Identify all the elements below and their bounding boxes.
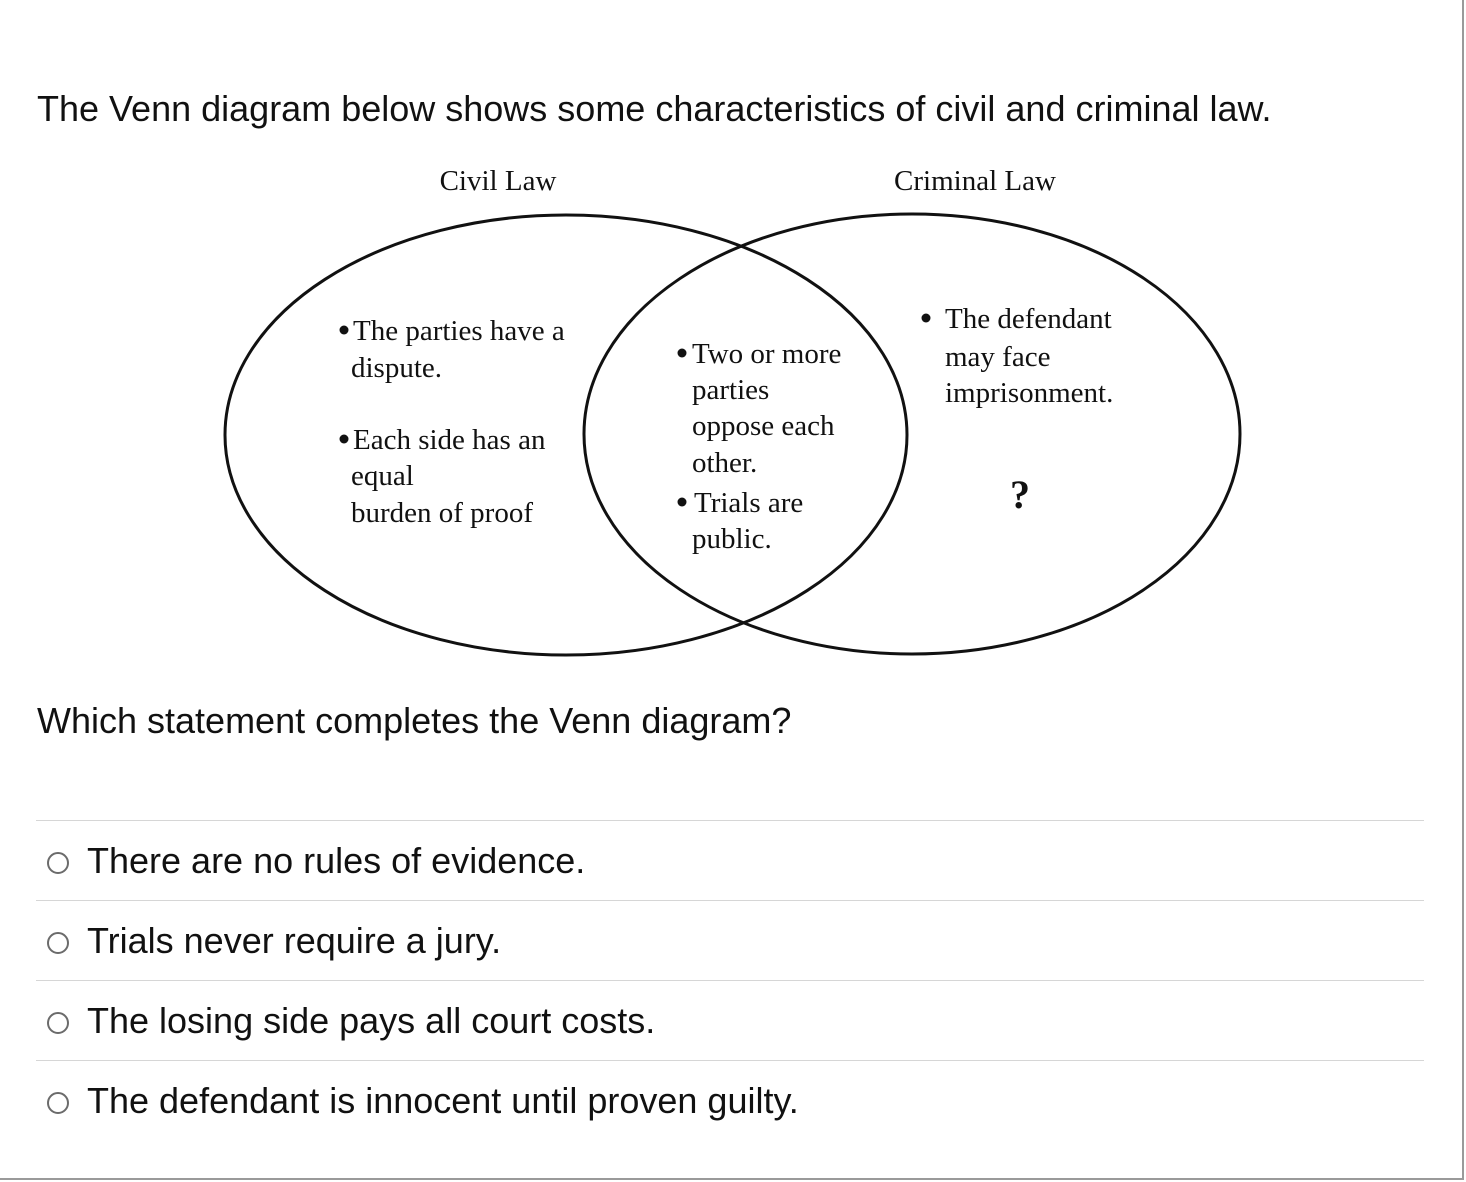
answer-choice-label[interactable]: Trials never require a jury.	[87, 919, 502, 961]
radio-button-icon[interactable]	[47, 1091, 69, 1114]
venn-right-item-line: imprisonment.	[945, 377, 1113, 409]
venn-overlap-item: Two or more parties oppose each other.	[677, 338, 841, 479]
question-intro: The Venn diagram below shows some charac…	[37, 88, 1272, 129]
venn-left-item: The parties have a dispute.	[339, 315, 565, 384]
bullet-icon	[677, 497, 687, 507]
radio-button-icon[interactable]	[47, 931, 69, 954]
venn-right-title: Criminal Law	[894, 165, 1056, 197]
answer-choice[interactable]: Trials never require a jury.	[36, 901, 1424, 981]
answer-choice-label[interactable]: The losing side pays all court costs.	[87, 999, 656, 1041]
answer-choice-label[interactable]: The defendant is innocent until proven g…	[87, 1079, 799, 1121]
venn-overlap-item-line: public.	[692, 523, 772, 555]
venn-right-item-line: The defendant	[945, 303, 1112, 335]
question-prompt: Which statement completes the Venn diagr…	[37, 700, 792, 741]
radio-button-icon[interactable]	[47, 851, 69, 874]
bullet-icon	[677, 348, 687, 358]
venn-circle-civil-law	[223, 213, 909, 657]
venn-left-item-line: Each side has an	[353, 424, 546, 456]
venn-left-item-line: burden of proof	[351, 497, 533, 529]
answer-choice[interactable]: There are no rules of evidence.	[36, 821, 1424, 901]
bullet-icon	[339, 325, 349, 335]
venn-overlap-item-line: parties	[692, 374, 769, 406]
answer-choice[interactable]: The losing side pays all court costs.	[36, 981, 1424, 1061]
venn-unknown-marker: ?	[1010, 472, 1030, 517]
venn-overlap-item-line: other.	[692, 447, 757, 479]
venn-overlap-item-line: Trials are	[694, 487, 803, 519]
radio-button-icon[interactable]	[47, 1011, 69, 1034]
venn-overlap-item-line: oppose each	[692, 410, 835, 442]
bullet-icon	[339, 434, 349, 444]
venn-overlap-item-line: Two or more	[692, 338, 841, 370]
venn-left-item-line: equal	[351, 460, 414, 492]
answer-choice[interactable]: The defendant is innocent until proven g…	[36, 1061, 1424, 1140]
answer-choice-label[interactable]: There are no rules of evidence.	[87, 839, 586, 881]
bullet-icon	[921, 313, 931, 323]
venn-overlap-item: Trials are public.	[677, 487, 803, 555]
venn-right-item: The defendant may face imprisonment.	[921, 303, 1113, 409]
venn-diagram: Civil Law Criminal Law The parties have …	[0, 150, 1466, 670]
venn-left-item: Each side has an equal burden of proof	[339, 424, 546, 529]
venn-right-item-line: may face	[945, 341, 1050, 373]
venn-circle-criminal-law	[582, 212, 1242, 656]
venn-left-item-line: The parties have a	[353, 315, 565, 347]
answer-choices: There are no rules of evidence. Trials n…	[36, 820, 1424, 1140]
venn-left-item-line: dispute.	[351, 352, 442, 384]
venn-left-title: Civil Law	[440, 165, 557, 197]
